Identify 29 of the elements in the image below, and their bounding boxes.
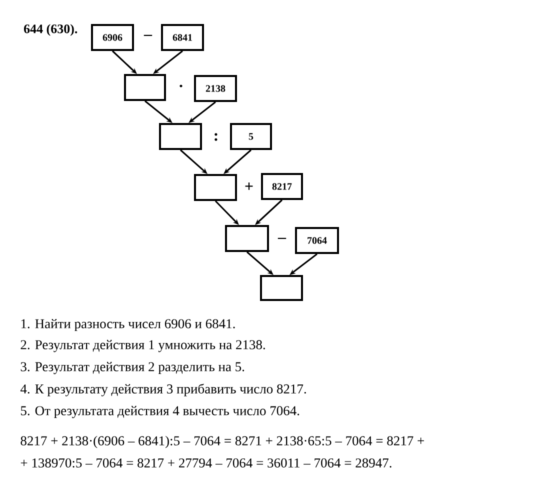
arrow bbox=[214, 200, 239, 225]
text-line: 4. К результату действия 3 прибавить число 8217. bbox=[20, 384, 306, 396]
text-line: 1. Найти разность чисел 6906 и 6841. bbox=[21, 318, 235, 332]
text-line: 3. Результат действия 2 разделить на 5. bbox=[20, 362, 244, 374]
text-line: 8217 + 2138·(6906 – 6841):5 – 7064 = 8271 + 2138·65:5 – 7064 = 8217 + bbox=[20, 436, 424, 448]
number-box: 6841 bbox=[161, 24, 204, 51]
empty-box bbox=[260, 275, 303, 301]
arrow bbox=[246, 251, 274, 275]
number-box: 5 bbox=[230, 123, 272, 150]
empty-box bbox=[194, 174, 237, 201]
empty-box bbox=[124, 74, 166, 101]
operator-sign: · bbox=[180, 84, 182, 88]
arrow bbox=[255, 199, 283, 225]
text-line: + 138970:5 – 7064 = 8217 + 27794 – 7064 = 36011 – 7064 = 28947. bbox=[20, 458, 392, 468]
number-box: 6906 bbox=[91, 24, 134, 51]
number-box: 2138 bbox=[194, 75, 237, 102]
text-line: 2. Результат действия 1 умножить на 2138. bbox=[20, 340, 265, 352]
number-box: 7064 bbox=[295, 227, 339, 254]
operator-sign: : bbox=[214, 133, 218, 141]
arrow bbox=[180, 149, 208, 174]
empty-box bbox=[225, 225, 269, 252]
text-line: 5. От результата действия 4 вычесть число 7064. bbox=[21, 406, 300, 418]
number-box: 8217 bbox=[261, 173, 303, 200]
task-number: 644 (630). bbox=[24, 24, 78, 36]
arrow bbox=[112, 50, 137, 74]
operator-sign: + bbox=[245, 182, 253, 190]
operator-sign: – bbox=[144, 34, 152, 36]
empty-box bbox=[159, 123, 202, 150]
operator-sign: – bbox=[278, 238, 286, 239]
